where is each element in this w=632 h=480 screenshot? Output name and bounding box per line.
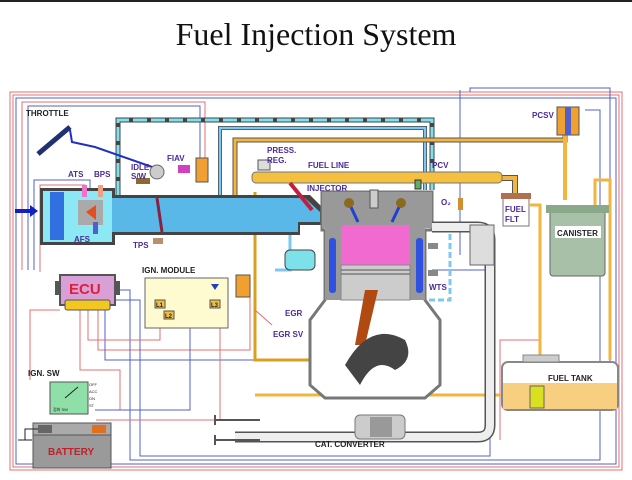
ignition-switch	[49, 381, 89, 415]
air-intake	[40, 157, 325, 245]
fuel-filter-cap	[501, 193, 531, 199]
ignition-switch-lever	[64, 386, 79, 399]
tps-sensor	[153, 238, 163, 244]
label-injector: INJECTOR	[307, 184, 348, 193]
throttle-valve	[155, 197, 164, 233]
egr-valve	[284, 249, 316, 271]
label-cat-converter: CAT. CONVERTER	[315, 440, 385, 449]
negative-terminal	[38, 425, 52, 433]
label-sw-acc: ACC	[89, 389, 98, 394]
label-throttle: THROTTLE	[26, 109, 69, 118]
fuel-rail	[251, 171, 503, 184]
canister-label-bg	[555, 226, 601, 238]
air-filter-icon	[50, 192, 64, 240]
afs-sensor	[93, 222, 98, 234]
label-ign-sw-inner: 점화 SW	[53, 406, 68, 412]
fuel-pump	[529, 385, 545, 409]
canister	[549, 207, 606, 277]
fuel-filter	[502, 195, 530, 227]
label-afs: AFS	[74, 235, 91, 244]
vacuum-lines	[115, 117, 452, 302]
connecting-rod	[355, 290, 378, 345]
label-o2: O₂	[441, 198, 451, 207]
ats-sensor	[82, 185, 87, 197]
label-fuel-tank: FUEL TANK	[548, 374, 593, 383]
label-egr: EGR	[285, 309, 303, 318]
label-egr-sv: EGR SV	[273, 330, 304, 339]
combustion-chamber	[341, 225, 410, 265]
wts-sensor	[428, 243, 438, 249]
crankshaft	[345, 333, 409, 385]
pressure-regulator	[257, 159, 271, 171]
label-canister: CANISTER	[557, 229, 598, 238]
battery	[18, 422, 112, 469]
label-press-reg-2: REG.	[267, 156, 287, 165]
label-ign-sw: IGN. SW	[28, 369, 60, 378]
pcv-valve	[414, 179, 422, 190]
label-press-reg: PRESS.	[267, 146, 296, 155]
ground-icon	[18, 428, 38, 441]
throttle-pedal	[36, 125, 156, 169]
label-l1: L1	[156, 303, 164, 309]
ecu	[55, 274, 120, 311]
ignition-module	[144, 277, 229, 329]
label-ign-module: IGN. MODULE	[142, 266, 196, 275]
label-sw-st: ST	[89, 403, 95, 408]
spark-plug	[369, 189, 379, 209]
label-ecu: ECU	[69, 281, 101, 298]
egr-solenoid-valve	[235, 274, 251, 298]
o2-sensor	[458, 198, 463, 210]
label-idle-sw: IDLE	[131, 163, 150, 172]
label-pcsv: PCSV	[532, 111, 554, 120]
fuel-tank	[501, 354, 619, 411]
label-l3: L3	[211, 303, 219, 309]
idle-switch	[149, 164, 165, 180]
muffler	[469, 224, 495, 266]
label-sw-on: ON	[89, 396, 95, 401]
label-fiav: FIAV	[167, 154, 185, 163]
label-wts: WTS	[429, 283, 447, 292]
egr-sv-leader	[254, 309, 273, 326]
label-sw-off: OFF	[89, 382, 98, 387]
exhaust-system	[214, 198, 496, 445]
label-tps: TPS	[133, 241, 149, 250]
label-idle-sw-2: S/W	[131, 172, 147, 181]
top-border	[0, 0, 632, 2]
canister-lid	[546, 205, 609, 213]
page-title: Fuel Injection System	[175, 16, 457, 52]
label-fuel-flt-2: FLT	[505, 215, 519, 224]
pcsv-core	[565, 107, 571, 135]
label-fuel-line: FUEL LINE	[308, 161, 350, 170]
fiav-valve	[178, 165, 190, 173]
label-pcv: PCV	[432, 161, 449, 170]
bps-sensor	[98, 185, 103, 197]
label-ats: ATS	[68, 170, 84, 179]
label-l2: L2	[165, 314, 173, 320]
airflow-arrow-icon	[15, 205, 38, 217]
label-bps: BPS	[94, 170, 111, 179]
label-fuel-flt: FUEL	[505, 205, 526, 214]
fiav-coil	[195, 157, 209, 183]
injector	[288, 181, 314, 212]
positive-terminal	[92, 425, 106, 433]
engine	[308, 189, 442, 400]
label-battery: BATTERY	[48, 447, 94, 458]
